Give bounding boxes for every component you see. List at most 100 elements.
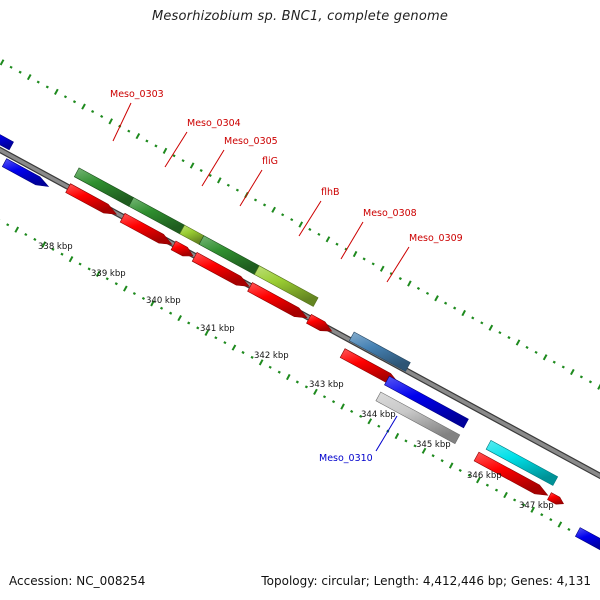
- major-tick: [95, 270, 101, 277]
- minor-tick: [100, 114, 104, 119]
- minor-tick: [132, 292, 136, 296]
- major-tick: [123, 285, 128, 292]
- minor-tick: [172, 154, 176, 158]
- gene-label[interactable]: Meso_0305: [224, 136, 278, 147]
- minor-tick: [277, 370, 281, 374]
- major-tick: [530, 506, 535, 513]
- minor-tick: [552, 360, 556, 364]
- major-tick: [407, 280, 412, 287]
- minor-tick: [425, 291, 430, 295]
- minor-tick: [416, 286, 421, 291]
- minor-tick: [389, 272, 393, 276]
- minor-tick: [6, 223, 10, 227]
- major-tick: [379, 265, 385, 272]
- minor-tick: [304, 385, 308, 389]
- major-tick: [448, 462, 454, 469]
- gene-leader-line: [112, 102, 132, 142]
- gene-bar-meso-0310[interactable]: [384, 375, 469, 429]
- major-tick: [189, 162, 195, 169]
- minor-tick: [458, 468, 462, 473]
- minor-tick: [72, 100, 77, 104]
- cds-meso-0310[interactable]: [375, 391, 461, 445]
- gene-label[interactable]: flhB: [321, 187, 340, 198]
- cds-meso-0305[interactable]: [170, 240, 194, 257]
- minor-tick: [18, 70, 22, 74]
- cds-right-small[interactable]: [547, 492, 564, 505]
- minor-tick: [45, 85, 49, 89]
- minor-tick: [404, 439, 408, 443]
- major-tick: [258, 359, 264, 366]
- major-tick: [352, 250, 358, 258]
- minor-tick: [159, 306, 164, 310]
- minor-tick: [250, 355, 254, 359]
- major-tick: [81, 103, 86, 110]
- minor-tick: [588, 380, 593, 384]
- major-tick: [231, 344, 237, 351]
- minor-tick: [453, 306, 457, 310]
- major-tick: [217, 177, 222, 184]
- major-tick: [286, 373, 291, 381]
- major-tick: [298, 221, 304, 228]
- cds-flig[interactable]: [191, 251, 250, 287]
- minor-tick: [199, 168, 203, 173]
- minor-tick: [105, 277, 109, 281]
- minor-tick: [141, 296, 146, 301]
- scale-label: 338 kbp: [38, 242, 73, 252]
- cds-meso-0308[interactable]: [306, 313, 333, 332]
- gene-label[interactable]: Meso_0303: [110, 89, 164, 100]
- minor-tick: [485, 483, 489, 487]
- gene-leader-line: [298, 200, 322, 237]
- major-tick: [570, 368, 575, 376]
- gene-bar-meso-0309[interactable]: [348, 331, 411, 372]
- minor-tick: [362, 257, 366, 261]
- minor-tick: [525, 345, 529, 350]
- major-tick: [135, 133, 141, 140]
- minor-tick: [308, 227, 312, 232]
- gene-label[interactable]: fliG: [262, 156, 278, 167]
- minor-tick: [534, 350, 538, 354]
- minor-tick: [91, 109, 95, 114]
- minor-tick: [290, 218, 294, 222]
- minor-tick: [331, 400, 336, 404]
- minor-tick: [549, 518, 553, 522]
- minor-tick: [322, 395, 327, 399]
- gene-bar-right-partial[interactable]: [574, 527, 600, 551]
- gene-bar-left-partial[interactable]: [0, 129, 14, 151]
- accession-text: Accession: NC_008254: [9, 574, 146, 588]
- minor-tick: [371, 262, 375, 266]
- topology-text: Topology: circular; Length: 4,412,446 bp…: [261, 574, 591, 588]
- minor-tick: [413, 444, 417, 448]
- minor-tick: [223, 341, 227, 345]
- minor-tick: [567, 527, 571, 531]
- minor-tick: [24, 233, 28, 237]
- cds-right[interactable]: [473, 451, 549, 496]
- scale-label: 341 kbp: [200, 324, 235, 334]
- major-tick: [108, 118, 113, 125]
- gene-label[interactable]: Meso_0309: [409, 233, 463, 244]
- scale-label: 340 kbp: [146, 296, 181, 306]
- gene-label[interactable]: Meso_0310: [319, 453, 373, 464]
- gene-label[interactable]: Meso_0308: [363, 208, 417, 219]
- minor-tick: [431, 454, 435, 458]
- cds-left-partial[interactable]: [1, 158, 50, 187]
- major-tick: [41, 241, 47, 248]
- cds-meso-0304[interactable]: [119, 212, 173, 245]
- major-tick: [14, 226, 20, 233]
- gene-bar-meso-0305[interactable]: [179, 224, 205, 245]
- minor-tick: [87, 267, 91, 271]
- cds-meso-0303[interactable]: [65, 183, 118, 215]
- minor-tick: [344, 247, 348, 251]
- major-tick: [26, 74, 32, 81]
- scale-label: 347 kbp: [519, 501, 554, 511]
- minor-tick: [196, 326, 200, 330]
- cds-flhb[interactable]: [247, 282, 308, 319]
- major-tick: [515, 339, 521, 346]
- gene-bar-flhb[interactable]: [253, 265, 319, 307]
- gene-leader-line: [201, 149, 225, 187]
- gene-bar-cyan[interactable]: [485, 439, 559, 486]
- gene-label[interactable]: Meso_0304: [187, 118, 241, 129]
- major-tick: [162, 147, 168, 154]
- gene-leader-line: [239, 169, 263, 207]
- minor-tick: [51, 247, 55, 251]
